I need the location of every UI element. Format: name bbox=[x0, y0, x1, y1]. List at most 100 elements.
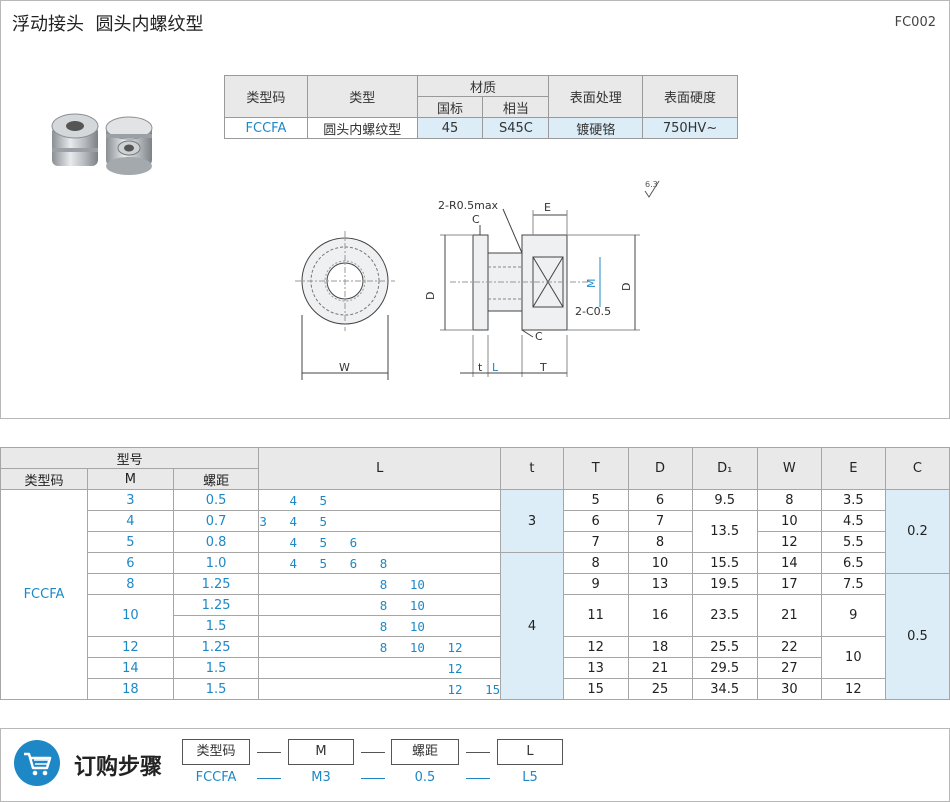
header-material: 材质 bbox=[416, 75, 550, 97]
order-connector-value bbox=[361, 778, 385, 779]
cell-D: 10 bbox=[627, 552, 693, 574]
cell-D1: 29.5 bbox=[691, 657, 758, 679]
cell-m: 8 bbox=[86, 573, 174, 595]
cell-l: 8 10 bbox=[258, 615, 502, 637]
cell-l: 4 5 6 bbox=[258, 531, 502, 553]
cell-W: 27 bbox=[756, 657, 822, 679]
cell-D: 16 bbox=[627, 594, 693, 637]
cell-D1: 34.5 bbox=[691, 678, 758, 700]
cell-m: 6 bbox=[86, 552, 174, 574]
cell-type-code: FCCFA bbox=[224, 117, 308, 139]
cell-pitch: 1.25 bbox=[172, 573, 260, 595]
cell-l: 4 5 bbox=[258, 489, 502, 511]
order-connector bbox=[257, 752, 281, 753]
label-c-bot: C bbox=[535, 330, 543, 343]
order-box-l: L bbox=[497, 739, 563, 765]
cell-W: 17 bbox=[756, 573, 822, 595]
cell-pitch: 1.25 bbox=[172, 594, 260, 616]
cell-T: 8 bbox=[562, 552, 629, 574]
cell-E: 12 bbox=[820, 678, 886, 700]
label-r: 2-R0.5max bbox=[438, 199, 499, 212]
header-type-code: 类型码 bbox=[0, 468, 88, 490]
header-gb: 国标 bbox=[416, 96, 484, 118]
cell-t: 3 bbox=[500, 489, 564, 553]
header-W: W bbox=[756, 447, 822, 490]
side-view: D D M E 2-R0.5max C 2-C0.5 C t L T 6.3 bbox=[424, 180, 660, 377]
header-hardness: 表面硬度 bbox=[642, 75, 738, 118]
header-type-code: 类型码 bbox=[224, 75, 308, 118]
cell-D: 6 bbox=[627, 489, 693, 511]
cell-pitch: 0.5 bbox=[172, 489, 260, 511]
cell-pitch: 1.5 bbox=[172, 657, 260, 679]
cell-pitch: 1.25 bbox=[172, 636, 260, 658]
cell-T: 9 bbox=[562, 573, 629, 595]
order-connector bbox=[466, 752, 490, 753]
label-l: L bbox=[492, 361, 499, 374]
cell-D1: 25.5 bbox=[691, 636, 758, 658]
label-e: E bbox=[544, 201, 551, 214]
header-D1: D₁ bbox=[691, 447, 758, 490]
table-row: 18 1.5 12 15 15 25 34.5 30 12 bbox=[1, 678, 950, 700]
order-box-type-code: 类型码 bbox=[182, 739, 250, 765]
header-t: t bbox=[500, 447, 564, 490]
cell-D1: 9.5 bbox=[691, 489, 758, 511]
table-row: 10 1.25 8 10 11 16 23.5 21 9 bbox=[1, 594, 950, 637]
cell-gb: 45 bbox=[416, 117, 484, 139]
product-code: FC002 bbox=[894, 15, 936, 30]
order-value-pitch: 0.5 bbox=[414, 770, 436, 785]
order-box-pitch: 螺距 bbox=[391, 739, 459, 765]
cell-m: 18 bbox=[86, 678, 174, 700]
cell-E: 3.5 bbox=[820, 489, 886, 511]
cell-m: 5 bbox=[86, 531, 174, 553]
cell-W: 8 bbox=[756, 489, 822, 511]
label-c05: 2-C0.5 bbox=[575, 305, 611, 318]
header-T: T bbox=[562, 447, 629, 490]
nut-right bbox=[105, 116, 153, 175]
header-equiv: 相当 bbox=[482, 96, 550, 118]
header-E: E bbox=[820, 447, 886, 490]
cell-W: 30 bbox=[756, 678, 822, 700]
label-d1: D bbox=[620, 283, 633, 291]
cell-surface: 镀硬铬 bbox=[548, 117, 644, 139]
cell-m: 4 bbox=[86, 510, 174, 532]
cell-W: 21 bbox=[756, 594, 822, 637]
table-row: 4 0.7 3 4 5 6 7 13.5 10 4.5 bbox=[1, 510, 950, 553]
order-title: 订购步骤 bbox=[74, 755, 163, 780]
cell-l: 8 10 12 bbox=[258, 636, 502, 658]
technical-drawing: W D D M E 2-R0.5max C 2-C0.5 C bbox=[295, 180, 660, 380]
cell-D1: 13.5 bbox=[691, 510, 758, 553]
cell-type: 圆头内螺纹型 bbox=[306, 117, 418, 139]
order-connector-value bbox=[257, 778, 281, 779]
header-model: 型号 bbox=[0, 447, 260, 469]
cell-l: 12 15 bbox=[258, 678, 502, 700]
cell-T: 13 bbox=[562, 657, 629, 679]
product-photo bbox=[51, 113, 153, 175]
cell-C: 0.5 bbox=[884, 573, 950, 700]
cell-T: 7 bbox=[562, 531, 629, 553]
table-row: 14 1.5 12 13 21 29.5 27 bbox=[1, 657, 950, 679]
product-overview-panel bbox=[0, 0, 950, 419]
cell-D: 7 bbox=[627, 510, 693, 532]
cell-m: 14 bbox=[86, 657, 174, 679]
cell-l: 3 4 5 bbox=[258, 510, 502, 532]
header-surface: 表面处理 bbox=[548, 75, 644, 118]
table-row: FCCFA 3 0.5 4 5 3 5 6 9.5 8 3.5 0.2 bbox=[0, 489, 950, 700]
cell-D1: 19.5 bbox=[691, 573, 758, 595]
header-m: M bbox=[86, 468, 174, 490]
cell-type-code: FCCFA bbox=[0, 489, 88, 700]
cell-D: 25 bbox=[627, 678, 693, 700]
table-row: 8 1.25 8 10 9 13 19.5 17 7.5 0.5 bbox=[1, 573, 950, 700]
header-type: 类型 bbox=[306, 75, 418, 118]
label-w: W bbox=[339, 361, 350, 374]
label-ra-main: 6.3 bbox=[645, 180, 658, 189]
page-title: 浮动接头 圆头内螺纹型 bbox=[12, 14, 204, 35]
order-connector bbox=[361, 752, 385, 753]
cell-l: 8 10 bbox=[258, 594, 502, 616]
cell-W: 12 bbox=[756, 531, 822, 553]
cell-D1: 15.5 bbox=[691, 552, 758, 574]
cell-E: 5.5 bbox=[820, 531, 886, 553]
cell-E: 7.5 bbox=[820, 573, 886, 595]
cell-T: 15 bbox=[562, 678, 629, 700]
cell-m: 3 bbox=[86, 489, 174, 511]
label-d: D bbox=[424, 292, 437, 300]
